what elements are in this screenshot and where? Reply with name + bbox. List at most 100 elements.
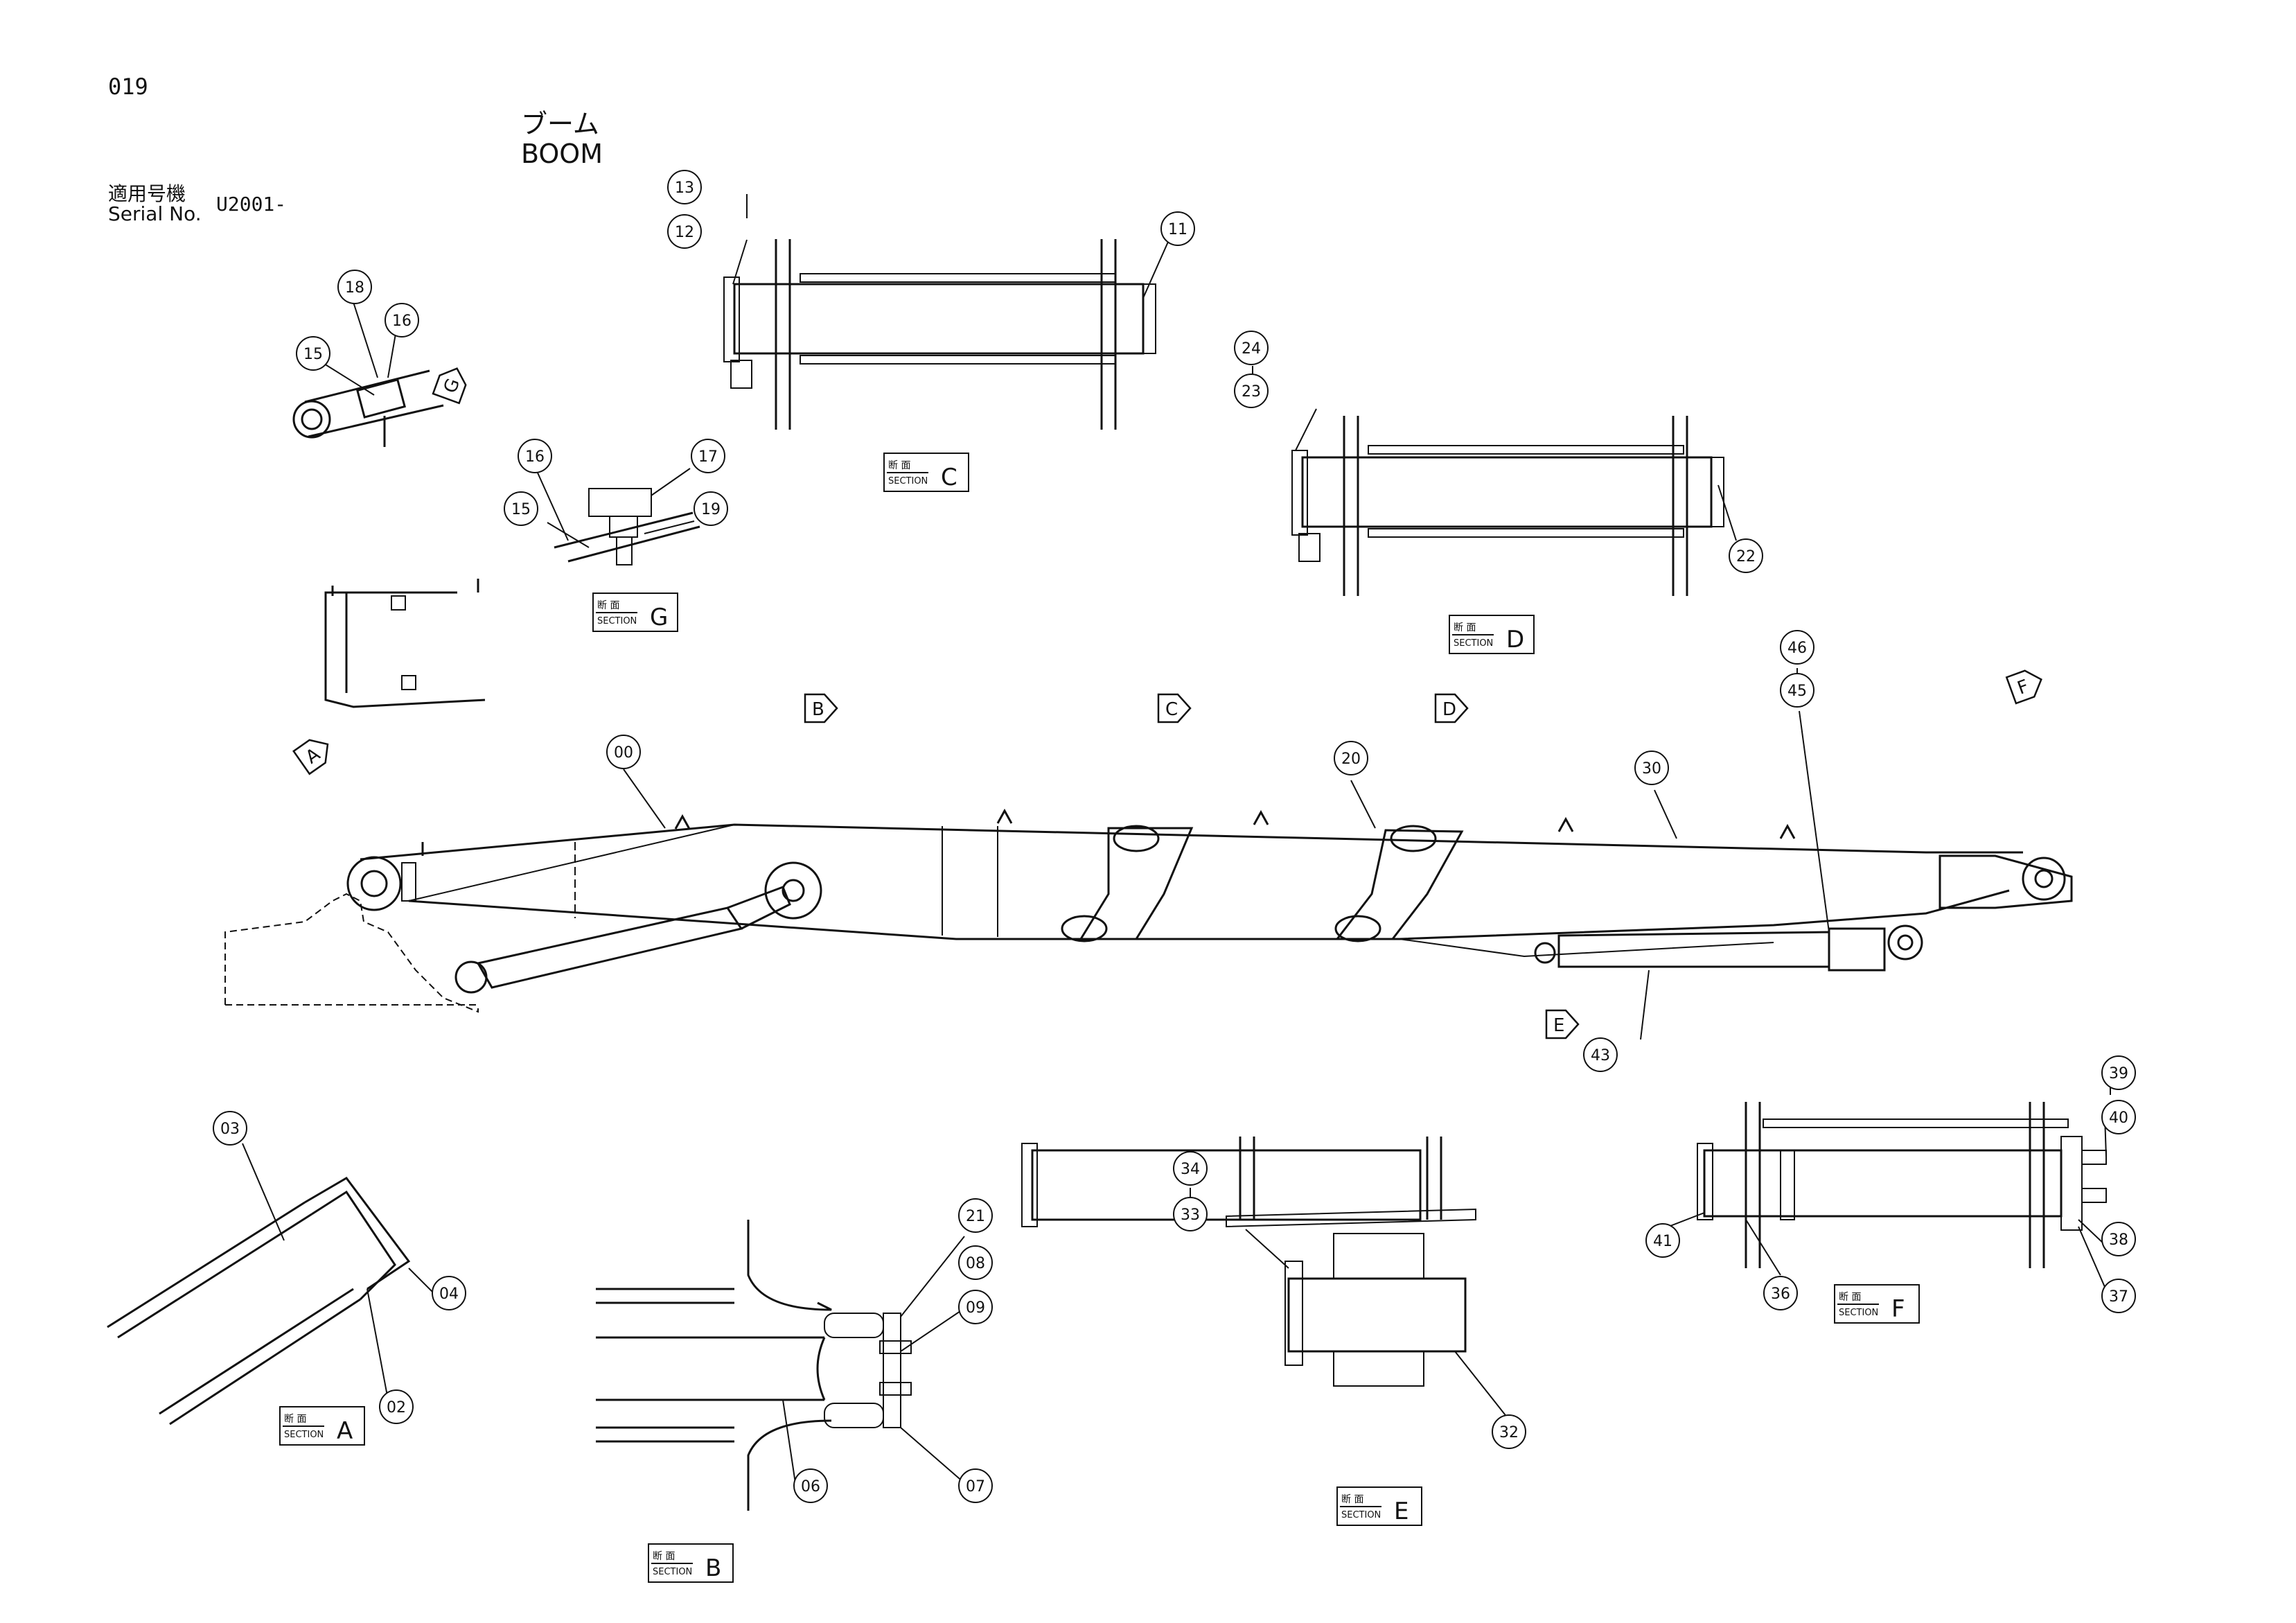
svg-text:C: C <box>941 464 957 491</box>
callout-37: 37 <box>2101 1279 2136 1313</box>
svg-text:断 面: 断 面 <box>597 600 619 611</box>
callout-label: 22 <box>1736 548 1756 565</box>
lug <box>674 814 691 830</box>
callout-43: 43 <box>1583 1037 1618 1072</box>
serial-label-japanese: 適用号機 <box>108 182 186 205</box>
callout-34: 34 <box>1173 1151 1208 1186</box>
view-marker-c: C <box>1157 693 1192 723</box>
boom-assembly <box>224 808 2073 1013</box>
svg-text:断 面: 断 面 <box>653 1551 675 1562</box>
section-g-drawing <box>554 488 700 565</box>
lug <box>1779 823 1796 839</box>
section-d-drawing <box>1291 416 1724 596</box>
callout-label: 12 <box>675 224 694 241</box>
callout-label: 33 <box>1181 1207 1200 1224</box>
callout-label: 45 <box>1787 683 1807 700</box>
callout-33: 33 <box>1173 1197 1208 1231</box>
section-b-drawing <box>596 1220 912 1511</box>
arm-cylinder-eye-pin <box>1897 934 1914 951</box>
svg-text:F: F <box>2015 676 2031 699</box>
boom-inner-line <box>408 824 735 902</box>
callout-24: 24 <box>1234 331 1269 365</box>
section-label-b: 断 面 SECTION B <box>648 1543 734 1583</box>
callout-17: 17 <box>691 439 725 473</box>
callout-label: 36 <box>1771 1286 1790 1303</box>
callout-46: 46 <box>1780 630 1814 665</box>
boom-cylinder-tube <box>476 906 743 989</box>
svg-text:E: E <box>1553 1015 1564 1036</box>
view-marker-e: E <box>1545 1009 1580 1039</box>
callout-03: 03 <box>213 1111 247 1146</box>
foot-plate <box>401 862 416 902</box>
section-label-a: 断 面 SECTION A <box>279 1406 365 1446</box>
view-marker-f: F <box>2005 669 2042 705</box>
callout-20: 20 <box>1334 741 1368 775</box>
callout-13: 13 <box>667 170 702 204</box>
view-markers: A B C D E F G <box>292 367 2042 1039</box>
section-f-drawing <box>1021 1102 2107 1268</box>
callout-label: 06 <box>801 1478 820 1495</box>
callout-12: 12 <box>667 214 702 249</box>
lug <box>1557 816 1574 832</box>
callout-label: 02 <box>387 1399 406 1416</box>
callout-balloons <box>242 194 2112 1484</box>
section-label-c: 断 面 SECTION C <box>883 453 969 492</box>
svg-text:B: B <box>812 699 824 720</box>
callout-label: 38 <box>2109 1231 2128 1249</box>
lug <box>996 808 1013 824</box>
svg-text:G: G <box>650 604 668 631</box>
gusset-hole <box>1390 825 1437 852</box>
cylinder-head-pin <box>781 879 805 902</box>
detail-18-drawing <box>292 369 444 447</box>
callout-label: 43 <box>1591 1047 1610 1064</box>
boom-top-edge <box>360 823 2023 861</box>
tip-pin-boss <box>2022 857 2066 901</box>
callout-label: 11 <box>1168 221 1187 238</box>
callout-07: 07 <box>958 1468 993 1503</box>
callout-45: 45 <box>1780 673 1814 708</box>
cylinder-bottom-pin <box>454 960 488 994</box>
callout-39: 39 <box>2101 1055 2136 1090</box>
callout-32: 32 <box>1492 1414 1526 1449</box>
serial-number-value: U2001- <box>216 193 287 216</box>
lug <box>1253 809 1269 825</box>
callout-label: 15 <box>511 501 531 518</box>
callout-label: 21 <box>966 1208 985 1225</box>
svg-text:F: F <box>1891 1295 1905 1323</box>
callout-15: 15 <box>296 336 330 371</box>
callout-22: 22 <box>1729 538 1763 573</box>
callout-label: 08 <box>966 1255 985 1272</box>
foot-pin <box>360 870 388 897</box>
svg-text:断 面: 断 面 <box>888 460 910 471</box>
callout-label: 46 <box>1787 640 1807 657</box>
svg-text:SECTION: SECTION <box>597 616 637 626</box>
page-number: 019 <box>108 73 148 100</box>
tip-pin <box>2034 869 2054 888</box>
callout-11: 11 <box>1160 211 1195 246</box>
callout-label: 20 <box>1341 751 1361 768</box>
svg-text:C: C <box>1165 699 1178 720</box>
cylinder-head-boss <box>764 861 822 920</box>
callout-label: 04 <box>439 1286 459 1303</box>
callout-label: 00 <box>614 744 633 762</box>
callout-label: 32 <box>1499 1424 1519 1441</box>
svg-text:E: E <box>1394 1498 1408 1525</box>
svg-text:断 面: 断 面 <box>1454 622 1476 633</box>
boom-lower-rail <box>1399 938 1774 958</box>
section-e-drawing <box>1226 1137 1476 1387</box>
section-label-e: 断 面 SECTION E <box>1336 1486 1422 1526</box>
callout-label: 16 <box>392 313 412 330</box>
boom-tip <box>1939 854 2073 909</box>
svg-text:SECTION: SECTION <box>284 1430 324 1440</box>
base-bracket-outline <box>224 893 479 1013</box>
callout-label: 41 <box>1653 1233 1672 1250</box>
callout-label: 17 <box>698 448 718 466</box>
callout-16: 16 <box>385 303 419 337</box>
callout-23: 23 <box>1234 374 1269 408</box>
section-a-drawing <box>107 1177 411 1425</box>
callout-label: 07 <box>966 1478 985 1495</box>
svg-text:B: B <box>705 1554 721 1582</box>
gusset-plate-2 <box>1334 829 1464 940</box>
